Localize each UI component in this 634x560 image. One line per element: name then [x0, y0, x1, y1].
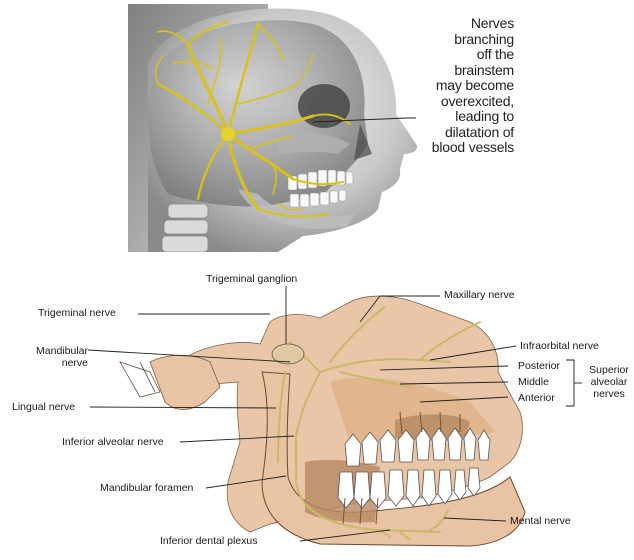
label-line: nerve: [14, 357, 88, 369]
label-infraorbital-nerve: Infraorbital nerve: [520, 340, 599, 352]
label-line: nerves: [584, 388, 634, 400]
top-caption: Nerves branching off the brainstem may b…: [398, 16, 514, 156]
caption-line: Nerves: [398, 16, 514, 32]
label-mandibular-nerve: Mandibular nerve: [14, 345, 88, 369]
label-trigeminal-ganglion: Trigeminal ganglion: [206, 273, 297, 285]
label-maxillary-nerve: Maxillary nerve: [444, 289, 515, 301]
label-line: alveolar: [584, 376, 634, 388]
caption-line: leading to: [398, 109, 514, 125]
label-lingual-nerve: Lingual nerve: [12, 401, 75, 413]
jaw-nerve-diagram: Trigeminal ganglion Maxillary nerve Trig…: [0, 262, 634, 560]
caption-line: overexcited,: [398, 94, 514, 110]
caption-line: brainstem: [398, 63, 514, 79]
caption-line: blood vessels: [398, 140, 514, 156]
label-middle: Middle: [518, 376, 549, 388]
caption-line: off the: [398, 47, 514, 63]
label-line: Superior: [584, 364, 634, 376]
label-trigeminal-nerve: Trigeminal nerve: [38, 307, 116, 319]
label-anterior: Anterior: [518, 392, 555, 404]
label-inferior-dental-plexus: Inferior dental plexus: [160, 535, 257, 547]
label-superior-alveolar-nerves: Superior alveolar nerves: [584, 364, 634, 400]
caption-line: branching: [398, 32, 514, 48]
label-mental-nerve: Mental nerve: [510, 515, 571, 527]
label-line: Mandibular: [14, 345, 88, 357]
caption-line: may become: [398, 78, 514, 94]
label-inferior-alveolar-nerve: Inferior alveolar nerve: [62, 436, 164, 448]
caption-line: dilatation of: [398, 125, 514, 141]
label-posterior: Posterior: [518, 360, 560, 372]
label-mandibular-foramen: Mandibular foramen: [100, 482, 193, 494]
